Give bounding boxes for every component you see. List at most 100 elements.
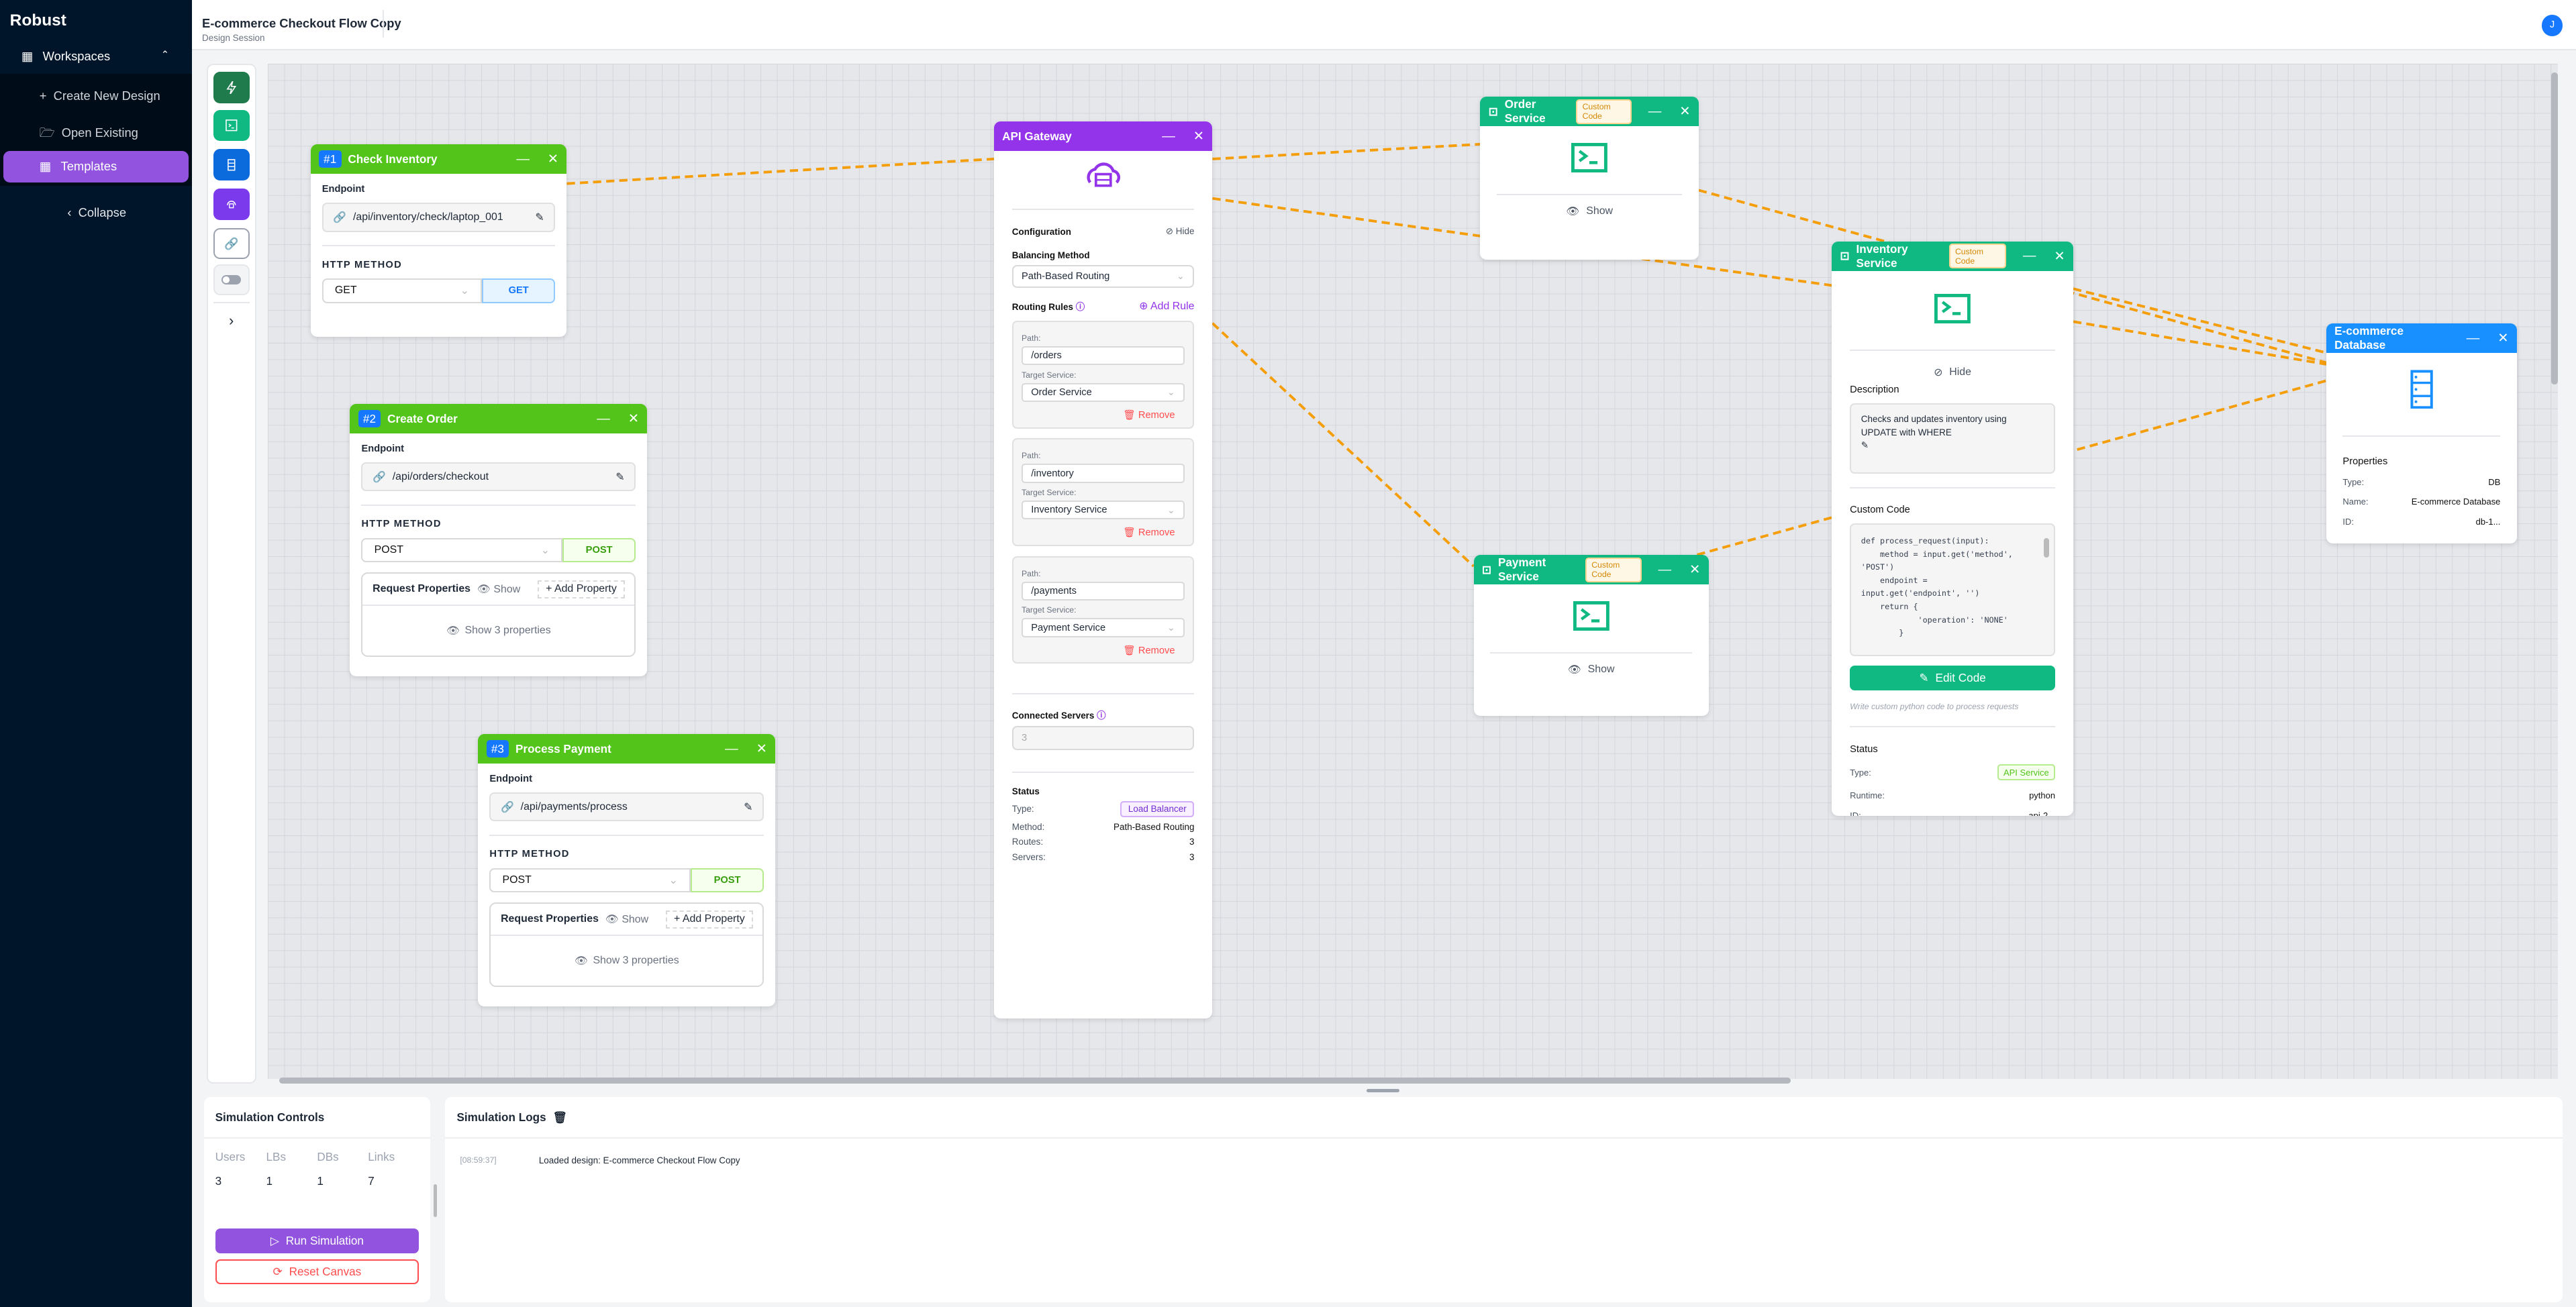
trash-icon[interactable]: 🗑 xyxy=(552,1110,568,1124)
show-properties-toggle[interactable]: 👁 Show xyxy=(605,914,649,926)
edge-payment-service-database[interactable] xyxy=(1696,379,2327,557)
canvas-vertical-scrollbar[interactable] xyxy=(2551,72,2559,384)
target-service-select[interactable]: Inventory Service⌄ xyxy=(1022,500,1185,520)
run-simulation-button[interactable]: ▷Run Simulation xyxy=(215,1228,419,1253)
edge-inventory-service-database[interactable] xyxy=(2073,287,2327,355)
edge-check-inventory-gateway[interactable] xyxy=(566,158,994,186)
label: Reset Canvas xyxy=(289,1265,362,1279)
show-button[interactable]: 👁Show xyxy=(1480,195,1699,228)
add-load-balancer-button[interactable] xyxy=(213,189,250,220)
show-properties-button[interactable]: 👁Show 3 properties xyxy=(362,606,634,655)
hide-button[interactable]: ⊘ Hide xyxy=(1165,226,1195,237)
show-properties-button[interactable]: 👁Show 3 properties xyxy=(491,936,762,985)
close-icon[interactable]: ✕ xyxy=(628,411,640,427)
show-properties-toggle[interactable]: 👁 Show xyxy=(477,584,521,596)
edit-icon[interactable]: ✎ xyxy=(535,211,544,223)
reset-canvas-button[interactable]: ⟳Reset Canvas xyxy=(215,1259,419,1285)
database-node[interactable]: E-commerce Database—✕ Properties Type:DB… xyxy=(2326,323,2517,544)
resize-handle[interactable] xyxy=(1367,1088,1400,1092)
stat-label: Users xyxy=(215,1150,246,1164)
stat-value: 1 xyxy=(266,1174,273,1188)
http-method-select[interactable]: POST⌄ xyxy=(489,868,691,893)
minimize-icon[interactable]: — xyxy=(1162,128,1175,144)
collapse-button[interactable]: ‹ Collapse xyxy=(67,205,126,220)
minimize-icon[interactable]: — xyxy=(725,741,738,756)
endpoint-field[interactable]: 🔗/api/payments/process✎ xyxy=(489,792,764,822)
remove-rule-button[interactable]: 🗑 Remove xyxy=(1123,645,1175,656)
toggle-button[interactable] xyxy=(213,264,250,296)
endpoint-field[interactable]: 🔗/api/inventory/check/laptop_001✎ xyxy=(321,203,556,232)
edge-gateway-order-service[interactable] xyxy=(1212,143,1481,161)
connect-button[interactable]: 🔗 xyxy=(213,227,250,260)
expand-toolbar-button[interactable]: › xyxy=(213,305,250,337)
close-icon[interactable]: ✕ xyxy=(1679,104,1691,119)
close-icon[interactable]: ✕ xyxy=(2054,248,2065,264)
add-property-button[interactable]: + Add Property xyxy=(666,910,753,929)
description-field[interactable]: Checks and updates inventory using UPDAT… xyxy=(1850,403,2056,474)
http-method-select[interactable]: GET⌄ xyxy=(321,278,483,303)
minimize-icon[interactable]: — xyxy=(1658,562,1672,577)
target-service-select[interactable]: Order Service⌄ xyxy=(1022,382,1185,403)
close-icon[interactable]: ✕ xyxy=(1689,562,1701,578)
path-input[interactable]: /payments xyxy=(1022,581,1185,601)
id-label: ID: xyxy=(1850,810,1861,817)
edit-icon[interactable]: ✎ xyxy=(1861,440,1869,451)
path-input[interactable]: /orders xyxy=(1022,346,1185,366)
minimize-icon[interactable]: — xyxy=(597,411,610,426)
edit-code-button[interactable]: ✎Edit Code xyxy=(1850,666,2056,691)
close-icon[interactable]: ✕ xyxy=(1193,129,1205,144)
sidebar-item-workspaces[interactable]: ▦ Workspaces ⌃ xyxy=(0,43,192,72)
edit-icon[interactable]: ✎ xyxy=(744,801,753,813)
close-icon[interactable]: ✕ xyxy=(547,152,559,167)
node-header[interactable]: API Gateway—✕ xyxy=(993,121,1213,152)
edge-gateway-payment-service[interactable] xyxy=(1211,322,1475,568)
code-preview[interactable]: def process_request(input): method = inp… xyxy=(1850,523,2056,656)
add-rule-button[interactable]: ⊕ Add Rule xyxy=(1139,300,1195,312)
node-header[interactable]: E-commerce Database—✕ xyxy=(2326,323,2517,354)
code-scrollbar[interactable] xyxy=(2044,537,2049,558)
panel-resize-handle[interactable] xyxy=(434,1184,438,1217)
target-service-select[interactable]: Payment Service⌄ xyxy=(1022,618,1185,637)
path-input[interactable]: /inventory xyxy=(1022,464,1185,483)
add-property-button[interactable]: + Add Property xyxy=(538,580,625,598)
remove-rule-button[interactable]: 🗑 Remove xyxy=(1123,527,1175,539)
toggle-icon xyxy=(221,274,242,285)
sidebar-item-create-new-design[interactable]: + Create New Design xyxy=(40,89,160,103)
close-icon[interactable]: ✕ xyxy=(2497,331,2509,346)
endpoint-field[interactable]: 🔗/api/orders/checkout✎ xyxy=(361,462,636,492)
minimize-icon[interactable]: — xyxy=(1648,103,1662,119)
close-icon[interactable]: ✕ xyxy=(756,741,768,757)
sidebar-item-open-existing[interactable]: 🗁 Open Existing xyxy=(40,123,138,145)
sidebar-item-templates[interactable]: ▦ Templates xyxy=(3,151,189,182)
api-gateway-node[interactable]: API Gateway—✕ Configuration⊘ Hide Balanc… xyxy=(993,121,1213,1018)
http-method-select[interactable]: POST⌄ xyxy=(361,537,563,563)
label: Show 3 properties xyxy=(593,955,679,967)
add-user-request-button[interactable] xyxy=(213,72,250,103)
remove-rule-button[interactable]: 🗑 Remove xyxy=(1123,409,1175,421)
minimize-icon[interactable]: — xyxy=(2022,248,2036,264)
canvas-horizontal-scrollbar[interactable] xyxy=(279,1077,1791,1084)
edge-order-service-database[interactable] xyxy=(1698,189,2327,364)
minimize-icon[interactable]: — xyxy=(516,151,530,166)
hide-button[interactable]: ⊘Hide xyxy=(1850,361,2055,384)
avatar[interactable]: J xyxy=(2541,15,2563,36)
balancing-method-select[interactable]: Path-Based Routing⌄ xyxy=(1011,265,1195,288)
minimize-icon[interactable]: — xyxy=(2466,330,2480,346)
show-button[interactable]: 👁Show xyxy=(1474,654,1709,686)
add-service-button[interactable] xyxy=(213,109,250,142)
edit-icon[interactable]: ✎ xyxy=(615,471,625,483)
add-database-button[interactable] xyxy=(213,149,250,180)
edge-inventory-service-database-2[interactable] xyxy=(2073,320,2327,366)
